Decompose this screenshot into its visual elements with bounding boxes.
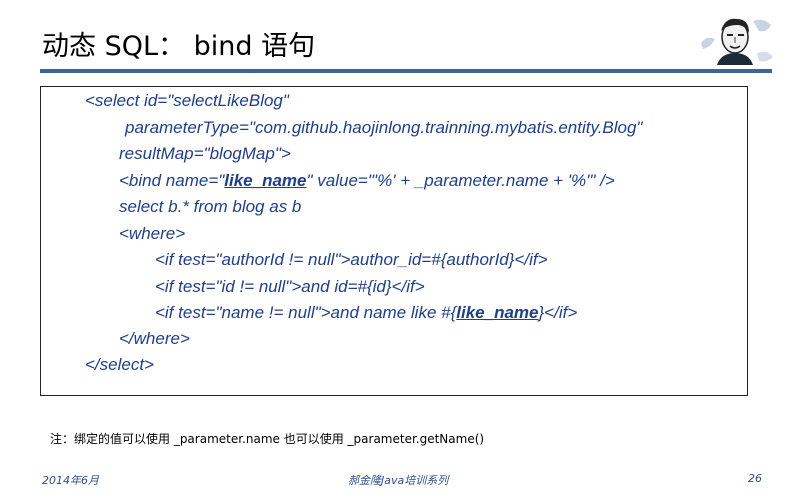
code-line-9: <if test="name != null">and name like #{… <box>155 303 577 323</box>
code-line-7: <if test="authorId != null">author_id=#{… <box>155 250 548 269</box>
bind-variable-usage: like_name <box>456 303 539 322</box>
code-line-9-start: <if test="name != null">and name like #{ <box>155 303 457 322</box>
code-line-6: <where> <box>119 224 186 243</box>
footnote: 注：绑定的值可以使用 _parameter.name 也可以使用 _parame… <box>50 432 485 446</box>
code-line-9-end: }</if> <box>538 303 578 322</box>
title-divider <box>40 69 772 73</box>
code-line-4-end: " value="'%' + _parameter.name + '%'" /> <box>306 171 615 190</box>
code-line-10: </where> <box>119 329 190 348</box>
code-line-4: <bind name="like_name" value="'%' + _par… <box>119 171 615 191</box>
code-line-3: resultMap="blogMap"> <box>119 144 291 163</box>
code-line-2: parameterType="com.github.haojinlong.tra… <box>125 118 643 137</box>
bind-variable-name: like_name <box>224 171 307 190</box>
code-line-8: <if test="id != null">and id=#{id}</if> <box>155 277 425 296</box>
code-line-5: select b.* from blog as b <box>119 197 302 216</box>
footer-date: 2014年6月 <box>42 474 99 487</box>
code-line-11: </select> <box>85 355 154 374</box>
code-block: <select id="selectLikeBlog" parameterTyp… <box>40 86 748 396</box>
footer-series: 郝金隆Java培训系列 <box>348 474 449 487</box>
page-number: 26 <box>748 472 762 485</box>
slide-title: 动态 SQL： bind 语句 <box>42 31 316 62</box>
presenter-avatar-icon <box>697 13 775 65</box>
code-line-4-start: <bind name=" <box>119 171 225 190</box>
code-line-1: <select id="selectLikeBlog" <box>85 91 289 110</box>
